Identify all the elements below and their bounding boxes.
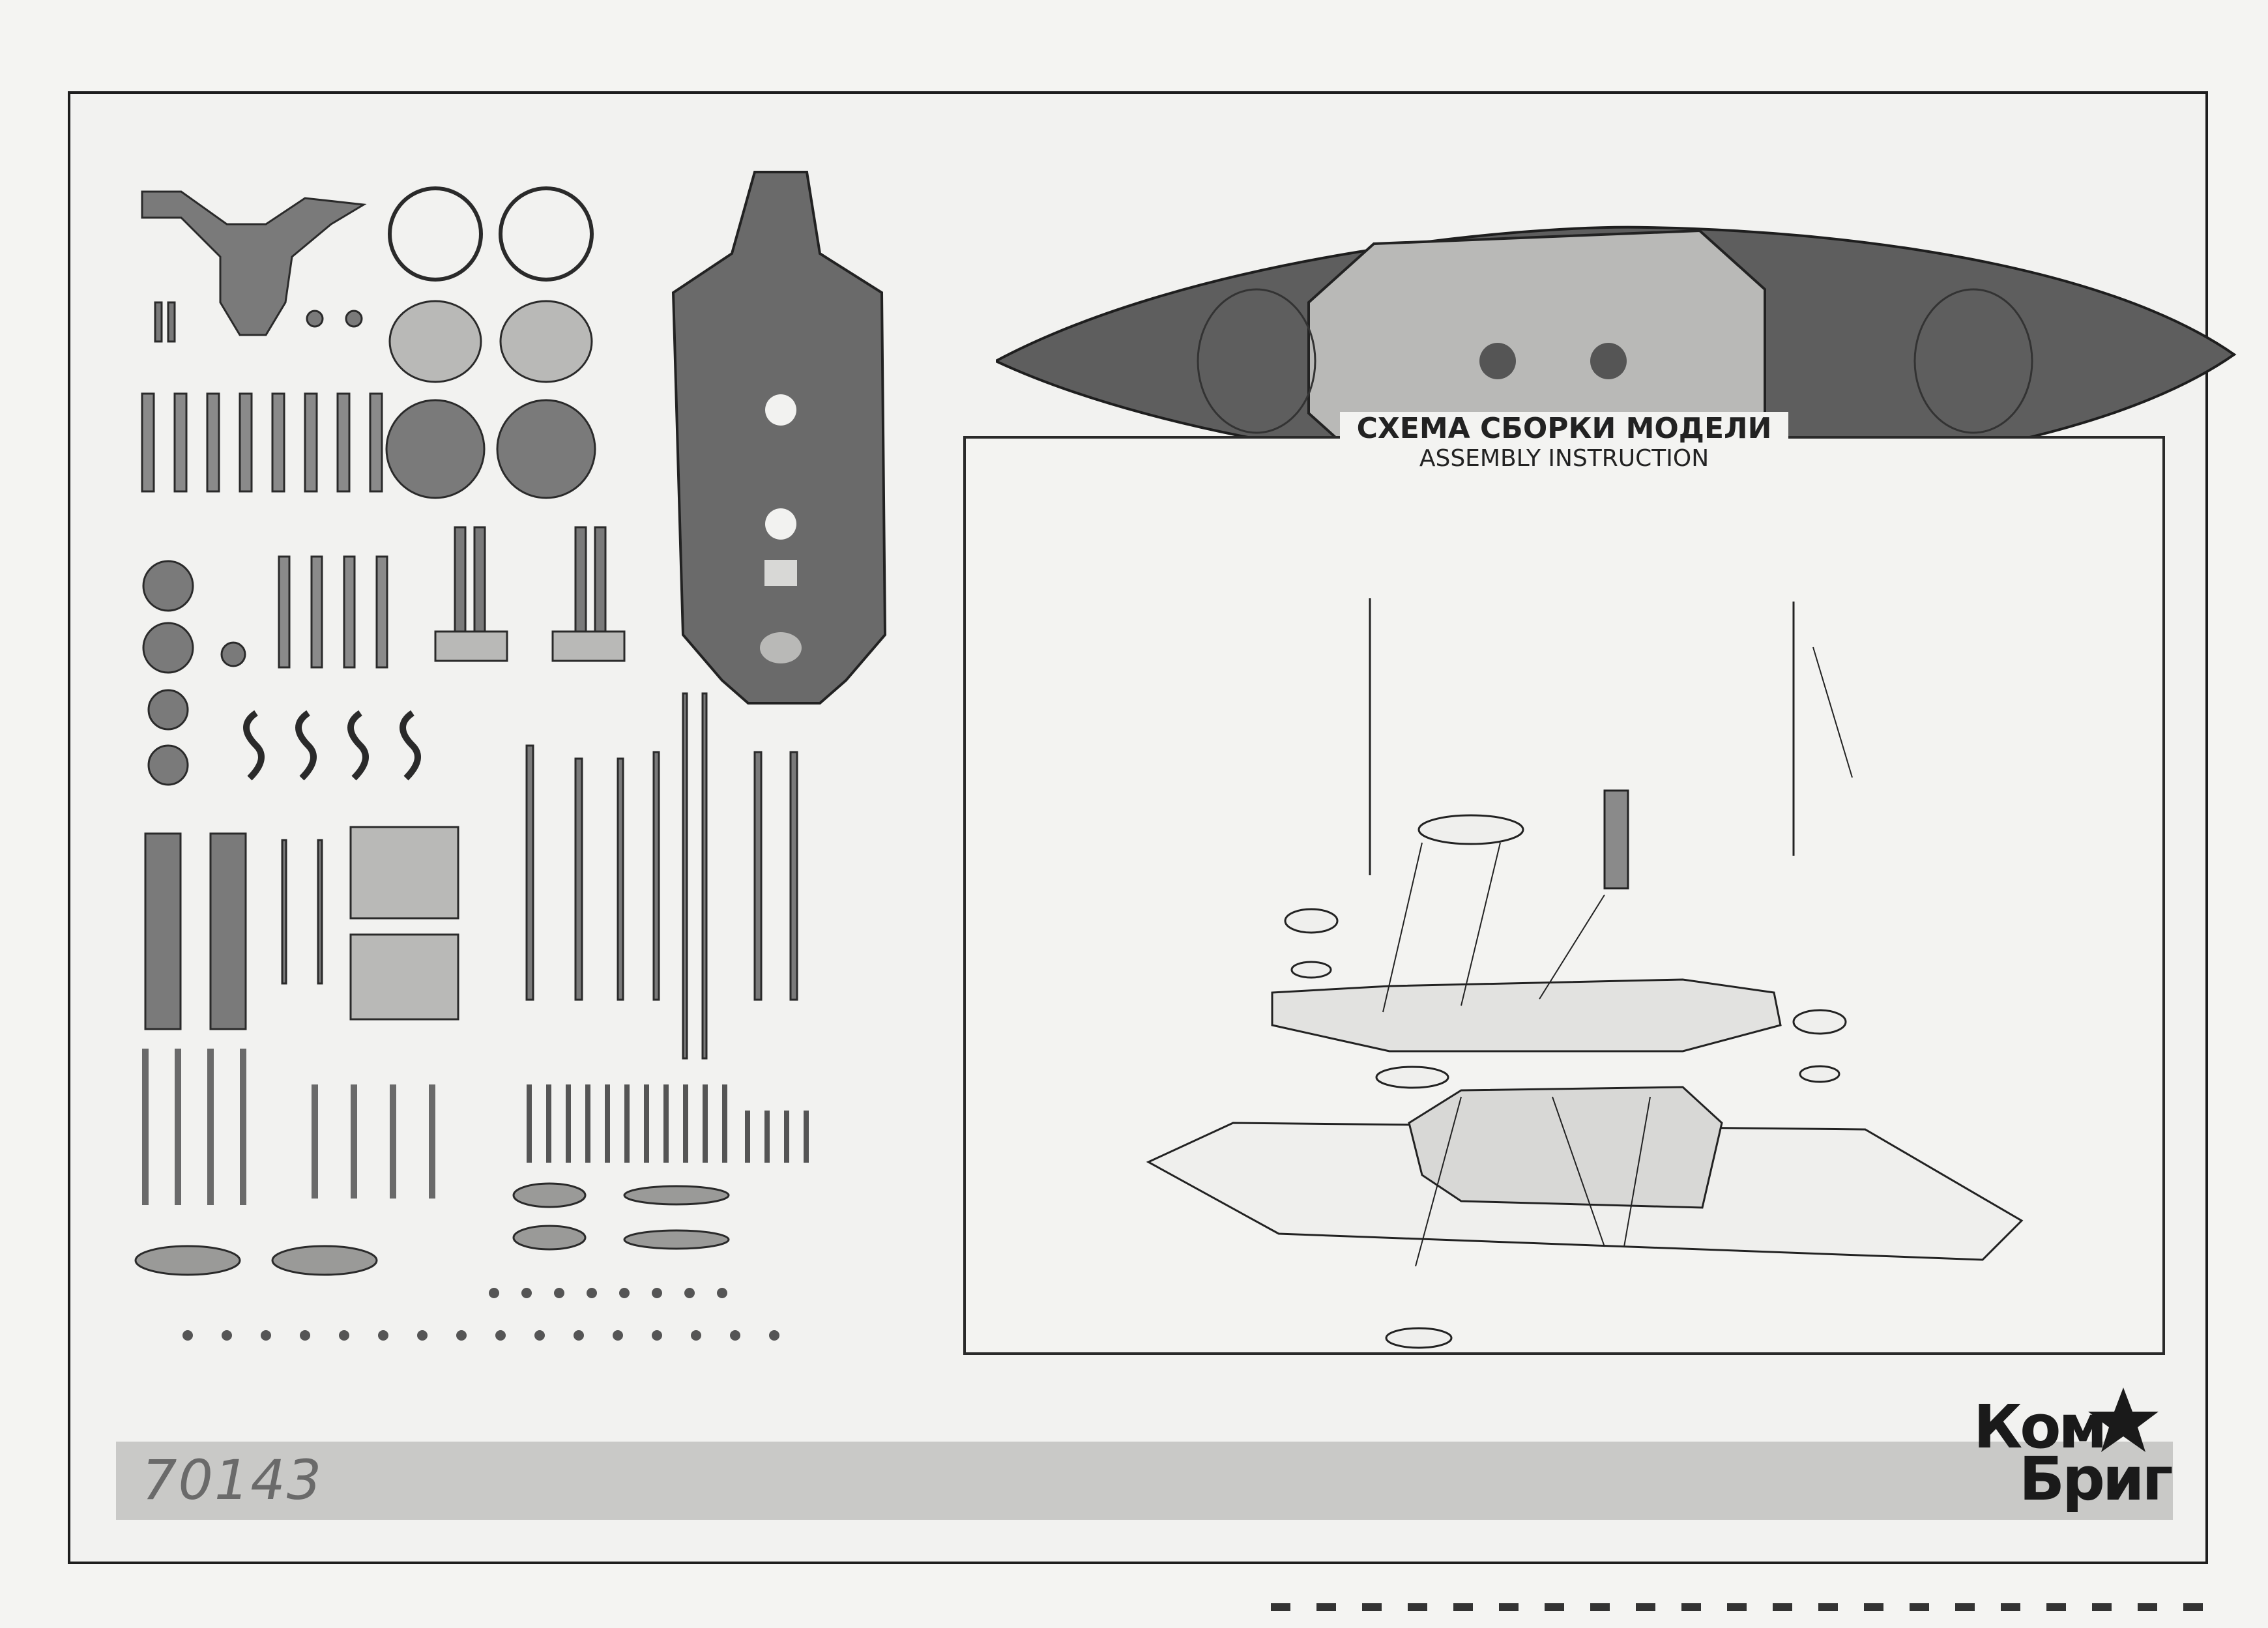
footer-band: 70143 — [116, 1442, 2173, 1520]
exploded-assembly-diagram — [1146, 598, 2024, 1349]
assembly-panel: СХЕМА СБОРКИ МОДЕЛИ ASSEMBLY INSTRUCTION — [963, 412, 2165, 1355]
kit-number: 70143 — [142, 1448, 323, 1512]
assembly-title-ru: СХЕМА СБОРКИ МОДЕЛИ — [1339, 412, 1789, 445]
assembly-title-en: ASSEMBLY INSTRUCTION — [1419, 445, 1709, 472]
kombrig-logo: Ком Бриг — [1973, 1384, 2174, 1521]
star-icon — [2088, 1388, 2159, 1452]
hull-plan-view — [996, 225, 2237, 484]
brand-line2: Бриг — [2019, 1444, 2174, 1514]
bottom-edge-marks — [1271, 1603, 2203, 1611]
assembly-title: СХЕМА СБОРКИ МОДЕЛИ ASSEMBLY INSTRUCTION — [966, 412, 2162, 472]
parts-layout — [134, 171, 887, 1341]
instruction-sheet: СХЕМА СБОРКИ МОДЕЛИ ASSEMBLY INSTRUCTION — [68, 91, 2237, 1564]
brand-line1: Ком — [1973, 1392, 2108, 1462]
